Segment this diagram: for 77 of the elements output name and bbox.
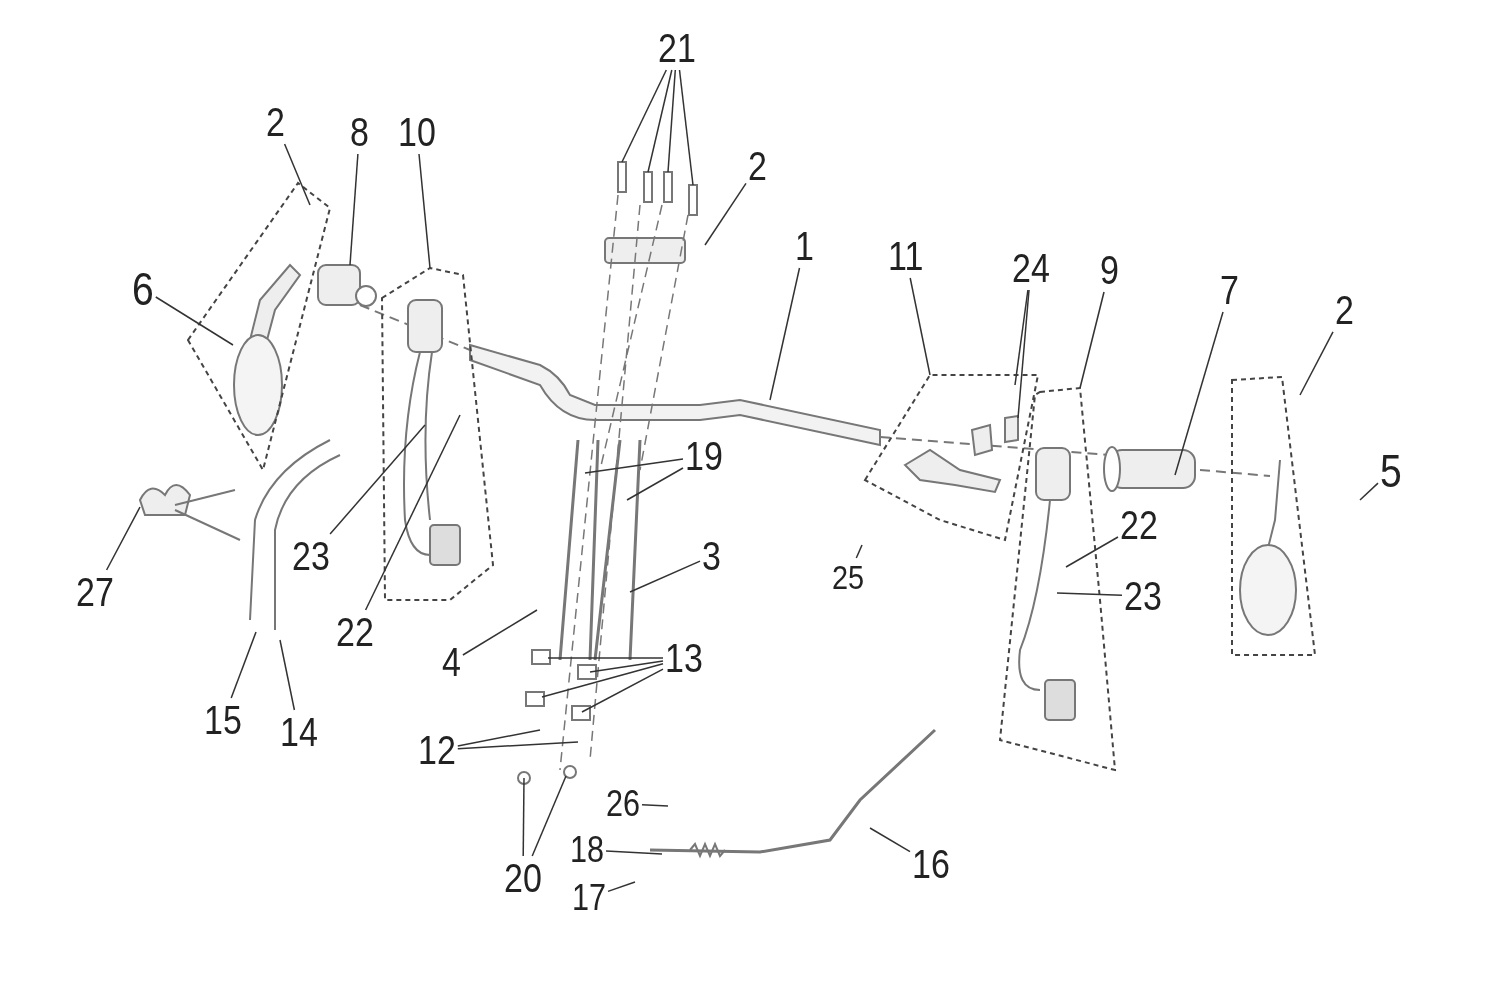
callout-number: 15 (204, 700, 242, 740)
leader-line (547, 657, 664, 659)
callout-number: 24 (1012, 248, 1050, 288)
leader-line (462, 609, 538, 656)
leader-line (581, 668, 664, 713)
leader-line (607, 881, 636, 893)
callout-number: 10 (398, 112, 436, 152)
leader-line (909, 277, 931, 376)
callout-number: 5 (1380, 448, 1402, 494)
leader-line (1359, 482, 1379, 501)
leader-line (279, 639, 296, 711)
leader-line (1079, 291, 1105, 389)
leader-line (1017, 289, 1030, 419)
leader-line (349, 153, 359, 266)
leader-line (1299, 331, 1334, 396)
leader-line (1065, 536, 1119, 568)
leader-line (621, 69, 668, 163)
callout-number: 27 (76, 572, 114, 612)
callout-number: 26 (606, 786, 641, 822)
callout-number: 2 (1335, 290, 1354, 330)
leader-line (647, 69, 673, 173)
callout-number: 2 (266, 102, 285, 142)
leader-line (1014, 289, 1029, 386)
leader-line (584, 458, 684, 474)
leader-line (855, 544, 863, 559)
leader-line (541, 662, 664, 698)
leader-line (1056, 592, 1123, 597)
callout-number: 3 (702, 536, 721, 576)
leader-line (329, 424, 426, 535)
callout-number: 21 (658, 28, 696, 68)
leader-line (589, 660, 664, 673)
callout-number: 8 (350, 112, 369, 152)
callout-number: 13 (665, 638, 703, 678)
callout-number: 9 (1100, 250, 1119, 290)
leader-line (667, 69, 677, 173)
leader-line (364, 414, 461, 611)
leader-line (522, 777, 525, 857)
leader-line (629, 560, 701, 593)
leader-line (641, 804, 669, 807)
leader-line (105, 506, 141, 571)
callout-number: 22 (336, 612, 374, 652)
leader-line (457, 729, 541, 747)
leader-line (457, 741, 579, 750)
callout-number: 23 (1124, 576, 1162, 616)
callout-number: 25 (832, 560, 865, 594)
callout-number: 16 (912, 844, 950, 884)
leader-line (678, 69, 694, 186)
callout-number: 1 (795, 226, 814, 266)
dashed-group-outline (188, 183, 330, 470)
callout-number: 18 (570, 832, 605, 868)
callout-number: 4 (442, 642, 461, 682)
dashed-group-outline (1000, 388, 1115, 770)
callout-number: 14 (280, 712, 318, 752)
callout-number: 22 (1120, 505, 1158, 545)
leader-line (531, 775, 567, 857)
leader-line (1174, 311, 1224, 476)
callout-number: 7 (1220, 270, 1239, 310)
callout-number: 19 (685, 436, 723, 476)
leader-line (283, 143, 311, 206)
callout-number: 11 (888, 236, 924, 276)
leader-line (230, 631, 257, 699)
callout-number: 23 (292, 536, 330, 576)
callout-number: 6 (132, 266, 154, 312)
leader-line (869, 827, 911, 853)
callout-number: 20 (504, 858, 542, 898)
dashed-group-outline (382, 268, 493, 600)
callout-number: 17 (572, 880, 607, 916)
leader-line (418, 153, 431, 269)
dashed-group-outline (1232, 377, 1315, 655)
leader-line (605, 850, 663, 855)
callout-number: 2 (748, 146, 767, 186)
leader-line (155, 296, 234, 346)
leader-line (769, 267, 801, 401)
leader-line (626, 467, 684, 501)
callout-number: 12 (418, 730, 456, 770)
leader-line (704, 182, 747, 246)
dashed-group-outline (865, 375, 1038, 540)
